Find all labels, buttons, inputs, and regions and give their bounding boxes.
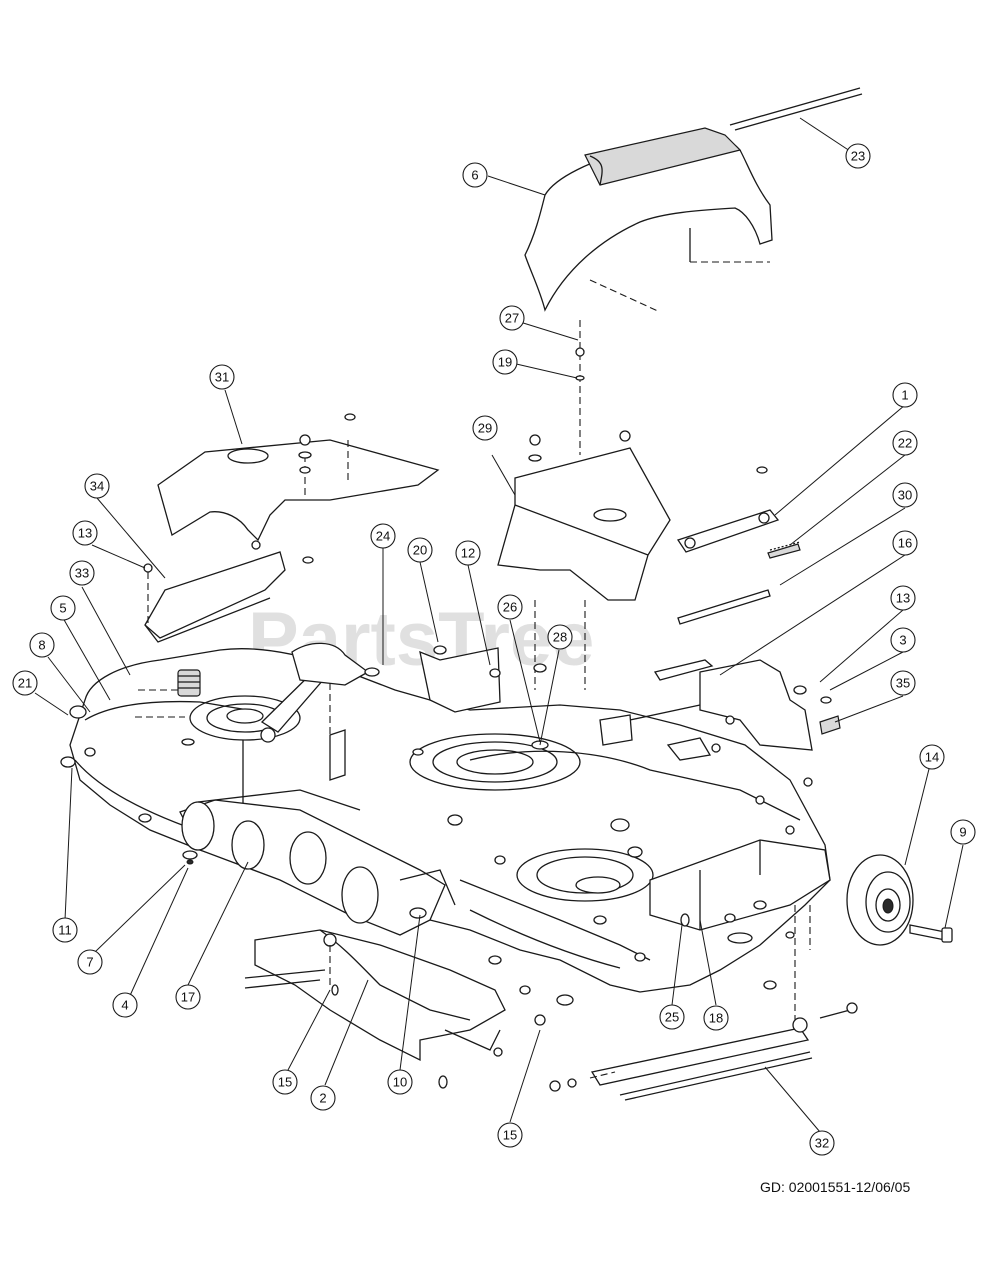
callout-19: 19	[492, 349, 518, 375]
callout-23: 23	[845, 143, 871, 169]
callout-29-label: 29	[478, 421, 492, 436]
wheel-bolt	[909, 924, 953, 943]
callout-12: 12	[455, 540, 481, 566]
callout-26-label: 26	[503, 600, 517, 615]
callout-9: 9	[950, 819, 976, 845]
callout-1: 1	[892, 382, 918, 408]
callout-3: 3	[890, 627, 916, 653]
callout-11-label: 11	[58, 923, 72, 938]
callout-21: 21	[12, 670, 38, 696]
callout-20: 20	[407, 537, 433, 563]
callout-35-label: 35	[896, 676, 910, 691]
callout-7: 7	[77, 949, 103, 975]
callout-13-right-label: 13	[896, 591, 910, 606]
callout-17: 17	[175, 984, 201, 1010]
callout-31-label: 31	[215, 370, 229, 385]
callout-5: 5	[50, 595, 76, 621]
hardware-fasteners	[60, 705, 813, 1026]
deck-baffle-rollers	[179, 789, 456, 936]
left-pulley-cover	[157, 413, 440, 564]
callout-17-label: 17	[181, 990, 195, 1005]
tension-spring	[135, 669, 201, 718]
callout-4: 4	[112, 992, 138, 1018]
callout-18: 18	[703, 1005, 729, 1031]
callout-32-label: 32	[815, 1136, 829, 1151]
callout-13-right: 13	[890, 585, 916, 611]
callout-15-bottom-label: 15	[503, 1128, 517, 1143]
callout-22: 22	[892, 430, 918, 456]
callout-13-left-label: 13	[78, 526, 92, 541]
callout-8: 8	[29, 632, 55, 658]
callout-29: 29	[472, 415, 498, 441]
callout-12-label: 12	[461, 546, 475, 561]
callout-2-label: 2	[319, 1091, 326, 1106]
callout-32: 32	[809, 1130, 835, 1156]
callout-15-bottom: 15	[497, 1122, 523, 1148]
callout-33-label: 33	[75, 566, 89, 581]
callout-28: 28	[547, 624, 573, 650]
front-gauge-bracket	[244, 929, 506, 1089]
front-deck-bracket	[143, 551, 286, 643]
callout-8-label: 8	[38, 638, 45, 653]
callout-25-label: 25	[665, 1010, 679, 1025]
callout-19-label: 19	[498, 355, 512, 370]
rear-stabilizer-rod	[549, 905, 858, 1101]
rear-gauge-wheel	[846, 854, 914, 946]
right-pulley-cover	[497, 320, 671, 690]
callout-34: 34	[84, 473, 110, 499]
callout-14: 14	[919, 744, 945, 770]
callout-23-label: 23	[851, 149, 865, 164]
callout-25: 25	[659, 1004, 685, 1030]
callout-10-label: 10	[393, 1075, 407, 1090]
callout-6: 6	[462, 162, 488, 188]
callout-2: 2	[310, 1085, 336, 1111]
callout-5-label: 5	[59, 601, 66, 616]
callout-11: 11	[52, 917, 78, 943]
callout-24: 24	[370, 523, 396, 549]
callout-22-label: 22	[898, 436, 912, 451]
callout-10: 10	[387, 1069, 413, 1095]
callout-9-label: 9	[959, 825, 966, 840]
callout-35: 35	[890, 670, 916, 696]
document-id: GD: 02001551-12/06/05	[760, 1179, 911, 1195]
callout-31: 31	[209, 364, 235, 390]
idler-bracket-parts	[676, 466, 801, 625]
callout-21-label: 21	[18, 676, 32, 691]
belt-cover-shield	[524, 87, 863, 313]
callout-3-label: 3	[899, 633, 906, 648]
callout-18-label: 18	[709, 1011, 723, 1026]
callout-33: 33	[69, 560, 95, 586]
callout-14-label: 14	[925, 750, 939, 765]
callout-27-label: 27	[505, 311, 519, 326]
callout-15-left-label: 15	[278, 1075, 292, 1090]
callout-26: 26	[497, 594, 523, 620]
callout-30: 30	[892, 482, 918, 508]
callout-20-label: 20	[413, 543, 427, 558]
callout-leader-lines	[34, 117, 964, 1133]
callout-24-label: 24	[376, 529, 390, 544]
callout-7-label: 7	[86, 955, 93, 970]
callout-6-label: 6	[471, 168, 478, 183]
callout-1-label: 1	[901, 388, 908, 403]
callout-13-left: 13	[72, 520, 98, 546]
callout-28-label: 28	[553, 630, 567, 645]
callout-16: 16	[892, 530, 918, 556]
callout-16-label: 16	[898, 536, 912, 551]
callout-30-label: 30	[898, 488, 912, 503]
callout-15-left: 15	[272, 1069, 298, 1095]
callout-4-label: 4	[121, 998, 128, 1013]
callout-34-label: 34	[90, 479, 104, 494]
callout-27: 27	[499, 305, 525, 331]
